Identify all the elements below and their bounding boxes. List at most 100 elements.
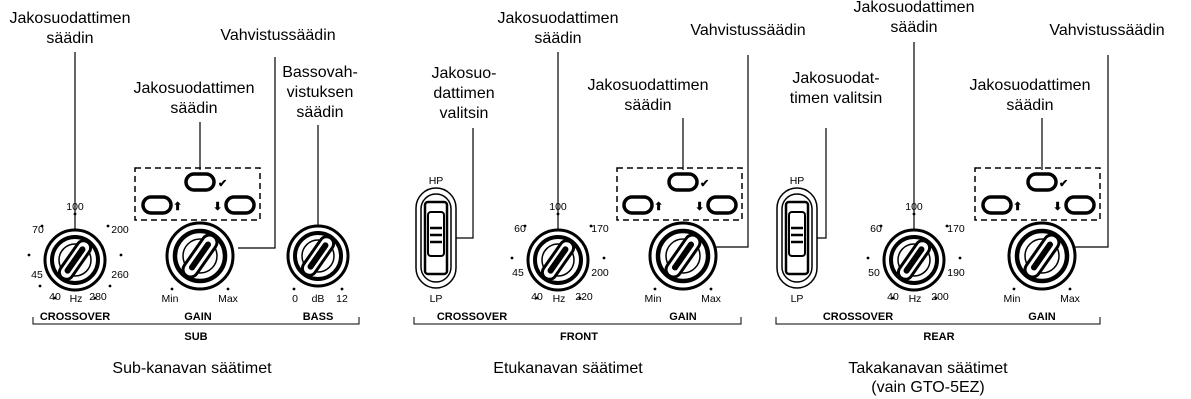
callout-bass-boost-line1: Bassovah- xyxy=(282,64,358,81)
xover-unit: Hz xyxy=(909,293,922,305)
switch-hp: HP xyxy=(429,175,444,187)
arrow-up-icon: ⬆ xyxy=(654,201,663,213)
gain-min: Min xyxy=(1004,293,1021,305)
callout-bass-boost-line3: säädin xyxy=(296,104,343,121)
xover-tick-lr: 260 xyxy=(111,269,129,281)
callout-remote-crossover-line2: säädin xyxy=(1006,97,1053,114)
section-bracket xyxy=(32,317,360,325)
arrow-down-icon: ⬇ xyxy=(213,201,222,213)
callout-remote-crossover-line1: Jakosuodattimen xyxy=(970,77,1091,94)
callout-remote-crossover-line2: säädin xyxy=(624,97,671,114)
callout-remote-crossover-line1: Jakosuodattimen xyxy=(134,80,255,97)
callout-bass-boost-line2: vistuksen xyxy=(287,84,354,101)
callout-remote-crossover-line1: Jakosuodattimen xyxy=(588,77,709,94)
xover-tick-top: 100 xyxy=(66,201,84,213)
remote-up-button[interactable] xyxy=(622,195,654,215)
callout-gain-adjust: Vahvistussäädin xyxy=(220,27,335,44)
xover-tick-top: 100 xyxy=(549,201,567,213)
callout-selector-line1: Jakosuo- xyxy=(432,65,497,82)
gain-min: Min xyxy=(645,293,662,305)
gain-max: Max xyxy=(1060,293,1081,305)
xover-tick-ur: 170 xyxy=(947,223,965,235)
switch-hp: HP xyxy=(790,175,805,187)
callout-crossover-adjust-line2: säädin xyxy=(534,30,581,47)
crossover-knob[interactable] xyxy=(526,228,590,292)
xover-unit: Hz xyxy=(70,293,83,305)
remote-up-button[interactable] xyxy=(141,195,173,215)
remote-center-button[interactable] xyxy=(667,172,699,192)
crossover-dots xyxy=(27,212,123,300)
crossover-knob[interactable] xyxy=(43,228,107,292)
remote-box xyxy=(616,167,743,221)
xover-tick-lr: 190 xyxy=(947,267,965,279)
callout-crossover-adjust-line1: Jakosuodattimen xyxy=(498,10,619,27)
section-label-front: FRONT xyxy=(560,331,598,343)
arrow-up-icon: ⬆ xyxy=(173,201,182,213)
section-label-rear: REAR xyxy=(923,331,954,343)
switch-lp: LP xyxy=(430,293,443,305)
gain-max: Max xyxy=(218,293,239,305)
check-icon: ✔ xyxy=(218,178,227,190)
rear-section: Jakosuodattimen säädin Vahvistussäädin J… xyxy=(775,0,1165,396)
arrow-down-icon: ⬇ xyxy=(695,201,704,213)
bass-knob[interactable] xyxy=(286,224,350,288)
xover-tick-ur: 170 xyxy=(591,223,609,235)
xover-tick-ur: 200 xyxy=(111,224,129,236)
xover-tick-bl: 40 xyxy=(49,291,61,303)
callout-selector-line2: dattimen xyxy=(433,85,494,102)
sub-section: Jakosuodattimen säädin Vahvistussäädin J… xyxy=(10,10,360,377)
bass-unit: dB xyxy=(312,293,325,305)
xover-tick-ll: 50 xyxy=(868,267,880,279)
leader-lines xyxy=(74,52,319,249)
hp-lp-switch[interactable] xyxy=(414,186,458,290)
leader-lines xyxy=(807,42,1109,248)
arrow-up-icon: ⬆ xyxy=(1013,201,1022,213)
xover-tick-br: 200 xyxy=(931,291,949,303)
remote-up-button[interactable] xyxy=(981,195,1013,215)
gain-knob[interactable] xyxy=(167,223,233,289)
callout-crossover-adjust-line1: Jakosuodattimen xyxy=(854,0,975,16)
xover-tick-bl: 40 xyxy=(887,291,899,303)
bass-tick-max: 12 xyxy=(336,293,348,305)
label-gain: GAIN xyxy=(184,311,212,323)
callout-selector-line2: timen valitsin xyxy=(790,90,882,107)
label-gain: GAIN xyxy=(1028,311,1056,323)
crossover-dots xyxy=(510,212,606,300)
callout-selector-line1: Jakosuodat- xyxy=(792,70,879,87)
gain-knob[interactable] xyxy=(650,223,716,289)
remote-center-button[interactable] xyxy=(1026,172,1058,192)
xover-tick-top: 100 xyxy=(905,201,923,213)
section-label-sub: SUB xyxy=(184,331,207,343)
caption-front: Etukanavan säätimet xyxy=(493,360,643,377)
gain-knob[interactable] xyxy=(1009,223,1075,289)
xover-tick-ll: 45 xyxy=(31,269,43,281)
check-icon: ✔ xyxy=(700,178,709,190)
gain-max: Max xyxy=(701,293,722,305)
label-bass: BASS xyxy=(303,311,334,323)
xover-tick-bl: 40 xyxy=(531,291,543,303)
caption-rear-line1: Takakanavan säätimet xyxy=(848,360,1008,377)
bass-tick-min: 0 xyxy=(292,293,298,305)
xover-tick-ll: 45 xyxy=(512,267,524,279)
caption-sub: Sub-kanavan säätimet xyxy=(112,360,272,377)
xover-tick-br: 280 xyxy=(89,291,107,303)
xover-tick-br: 220 xyxy=(575,291,593,303)
callout-gain-adjust: Vahvistussäädin xyxy=(690,22,805,39)
caption-rear-line2: (vain GTO-5EZ) xyxy=(871,379,985,396)
callout-gain-adjust: Vahvistussäädin xyxy=(1049,22,1164,39)
xover-tick-lr: 200 xyxy=(591,267,609,279)
crossover-knob[interactable] xyxy=(882,228,946,292)
remote-center-button[interactable] xyxy=(184,172,216,192)
callout-crossover-adjust-line2: säädin xyxy=(890,19,937,36)
section-bracket xyxy=(413,317,742,325)
remote-down-button[interactable] xyxy=(224,195,256,215)
xover-tick-ul: 70 xyxy=(32,224,44,236)
remote-down-button[interactable] xyxy=(706,195,738,215)
hp-lp-switch[interactable] xyxy=(775,186,819,290)
remote-down-button[interactable] xyxy=(1064,195,1096,215)
callout-remote-crossover-line2: säädin xyxy=(170,100,217,117)
label-crossover: CROSSOVER xyxy=(823,311,893,323)
label-gain: GAIN xyxy=(669,311,697,323)
crossover-dots xyxy=(866,212,962,300)
